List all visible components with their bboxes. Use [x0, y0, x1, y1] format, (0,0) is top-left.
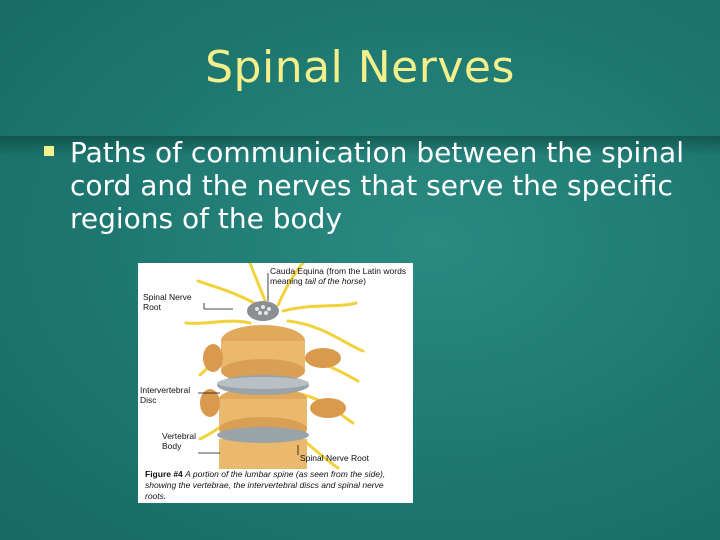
- label-vertebral-body: Vertebral Body: [162, 431, 202, 451]
- slide-title: Spinal Nerves: [0, 42, 720, 93]
- spine-figure: Cauda Equina (from the Latin words meani…: [138, 263, 413, 503]
- figure-caption: Figure #4 A portion of the lumbar spine …: [145, 469, 407, 502]
- label-cauda-equina: Cauda Equina (from the Latin words meani…: [270, 266, 410, 286]
- cauda-equina-section: [247, 301, 279, 321]
- vertebrae: [219, 325, 307, 469]
- label-spinal-nerve-root-top: Spinal Nerve Root: [143, 292, 201, 312]
- figure-number: Figure #4: [145, 469, 183, 479]
- label-intervertebral-disc: Intervertebral Disc: [140, 385, 200, 405]
- square-bullet-icon: [44, 146, 54, 156]
- label-spinal-nerve-root-bottom: Spinal Nerve Root: [300, 453, 400, 463]
- bullet-text: Paths of communication between the spina…: [70, 136, 690, 235]
